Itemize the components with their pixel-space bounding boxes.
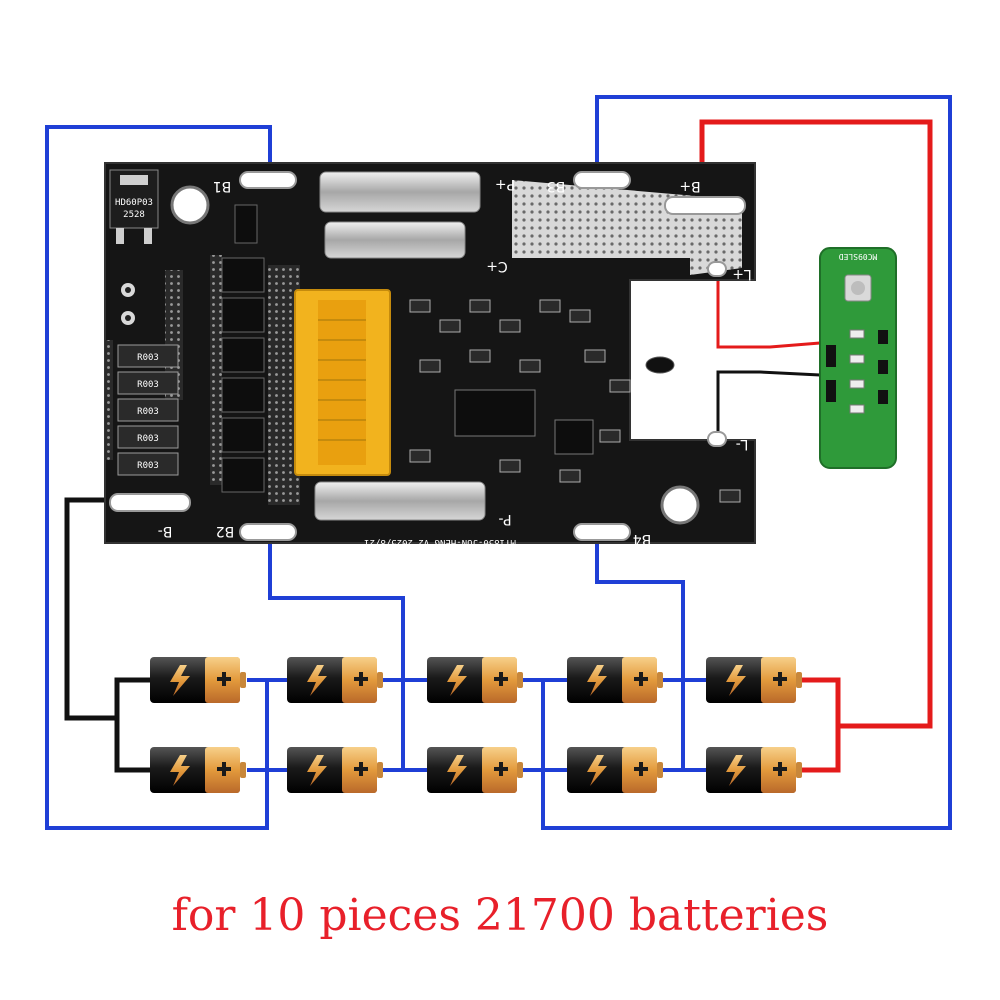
pad-label-b2: B2 — [216, 523, 235, 539]
svg-text:R003: R003 — [137, 353, 159, 363]
battery-icon — [287, 747, 383, 793]
output-terminals — [314, 171, 486, 521]
pad-label-p-minus: P- — [498, 511, 511, 527]
diagram-caption: for 10 pieces 21700 batteries — [171, 890, 829, 941]
svg-text:R003: R003 — [137, 461, 159, 471]
pad-label-b1: B1 — [213, 178, 232, 194]
pad-label-p-plus: P+ — [495, 176, 515, 192]
battery-icon — [150, 747, 246, 793]
pad-label-b-minus: B- — [158, 523, 173, 539]
control-ics — [409, 299, 741, 503]
pad-label-c-plus: C+ — [486, 258, 508, 274]
pad-label-b3: B3 — [547, 178, 566, 194]
positive-wire — [699, 119, 933, 773]
mosfet-chip: HD60P03 2528 — [109, 169, 159, 244]
svg-text:2528: 2528 — [123, 210, 145, 220]
battery-icon — [427, 747, 523, 793]
balance-wires — [45, 95, 952, 830]
pad-label-l-plus: L+ — [732, 266, 752, 282]
battery-array — [150, 657, 802, 793]
mosfet-array — [221, 257, 265, 493]
led-negative-lead — [716, 370, 821, 440]
mount-hole-tl — [170, 185, 210, 225]
pad-label-l-minus: L- — [736, 436, 749, 452]
battery-icon — [706, 747, 802, 793]
yellow-connector — [294, 289, 391, 476]
battery-icon — [427, 657, 523, 703]
battery-icon — [567, 747, 663, 793]
pad-label-b4: B4 — [633, 531, 652, 547]
led-board-marking: MC09SLED — [839, 252, 878, 261]
svg-text:R003: R003 — [137, 434, 159, 444]
shunt-resistors: R003 R003 R003 R003 R003 — [117, 344, 179, 476]
mount-hole-br — [660, 485, 700, 525]
solder-pads — [109, 171, 746, 541]
bms-board: HD60P03 2528 R003 R003 R003 R003 R003 — [104, 162, 756, 547]
battery-icon — [567, 657, 663, 703]
wire-b2 — [268, 535, 405, 770]
wire-b1 — [45, 125, 272, 830]
wire-b3 — [541, 95, 952, 830]
svg-text:R003: R003 — [137, 407, 159, 417]
svg-text:HD60P03: HD60P03 — [115, 198, 153, 208]
board-silkscreen: MT1850-JUN-HENG V2 2025/8/21 — [364, 537, 516, 547]
pad-label-b3-plus: B+ — [679, 178, 700, 194]
battery-icon — [150, 657, 246, 703]
svg-text:R003: R003 — [137, 380, 159, 390]
negative-wire — [64, 497, 150, 773]
wire-b4 — [595, 535, 685, 770]
battery-icon — [287, 657, 383, 703]
led-positive-lead — [716, 270, 821, 349]
led-indicator-board: MC09SLED — [819, 247, 897, 469]
battery-icon — [706, 657, 802, 703]
